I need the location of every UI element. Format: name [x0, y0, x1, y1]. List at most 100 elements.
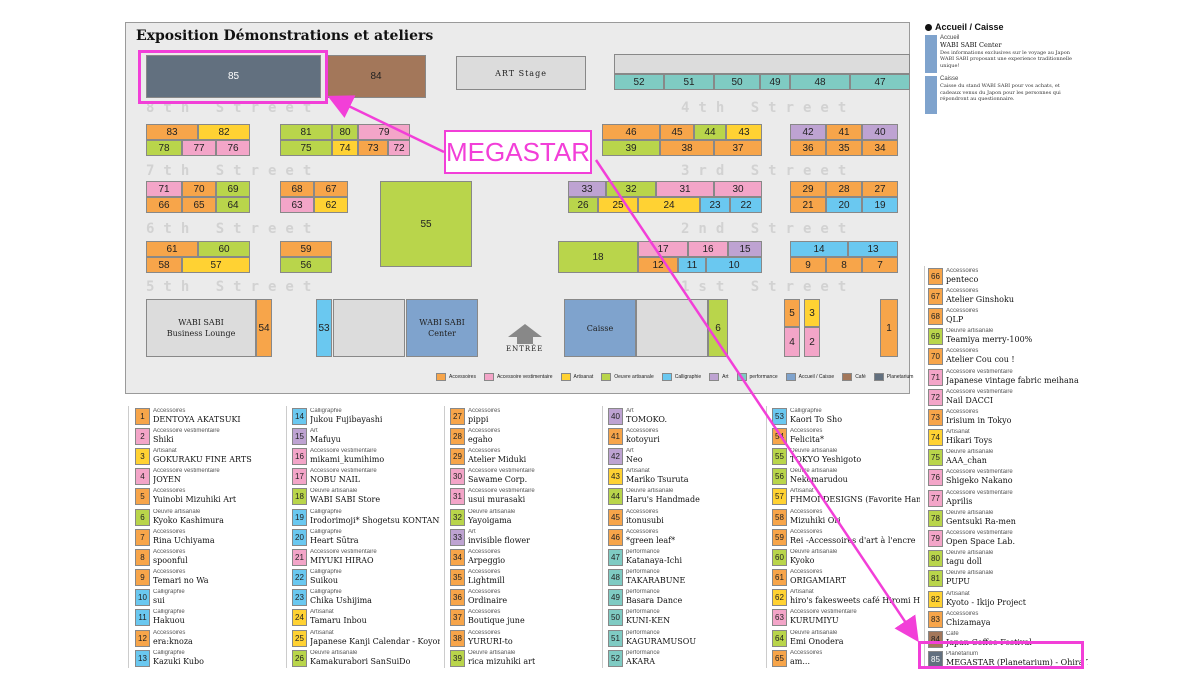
exhibitor-category: performance: [626, 629, 660, 636]
legend-item: Planetarium: [873, 373, 913, 381]
booth-11: 11: [678, 257, 706, 273]
booth-33: 33: [568, 181, 606, 197]
exhibitor-category: Accessoires: [946, 408, 979, 415]
exhibitor-name: Atelier Miduki: [468, 454, 527, 464]
accueil-name: WABI SABI Center: [940, 41, 1002, 49]
exhibitor-name: Open Space Lab.: [946, 537, 1015, 547]
booth-number-badge: 28: [450, 427, 465, 445]
booth-number-badge: 2: [135, 427, 150, 445]
booth-number-badge: 34: [450, 548, 465, 566]
exhibitor-name: hiro's fakesweets café Hiromi Honda: [790, 596, 920, 606]
exhibitor-name: Sawame Corp.: [468, 475, 528, 485]
legend-swatch: [873, 373, 884, 381]
exhibitor-category: Calligraphie: [153, 649, 185, 656]
booth-18: 18: [558, 241, 638, 273]
exhibitor-name: Felicita*: [790, 434, 824, 444]
open-area-2: [636, 299, 708, 357]
exhibitor-name: Irodorimoji* Shogetsu KONTANI: [310, 515, 440, 525]
exhibitor-name: FHMOI DESIGNS (Favorite Hand Made Origam…: [790, 495, 920, 505]
map-title: Exposition Démonstrations et ateliers: [136, 28, 434, 44]
exhibitor-name: Gentsuki Ra-men: [946, 516, 1016, 526]
legend-label: Calligraphie: [674, 374, 702, 380]
booth-number-badge: 38: [450, 629, 465, 647]
exhibitor-category: Accessoires: [468, 427, 501, 434]
exhibitor-category: Accessoires: [468, 609, 501, 616]
exhibitor-category: Accessoire vestimentaire: [946, 530, 1013, 537]
booth-81: 81: [280, 124, 332, 140]
exhibitor-name: Kazuki Kubo: [153, 656, 204, 666]
exhibitor-name: tagu doll: [946, 557, 982, 567]
booth-number-badge: 53: [772, 407, 787, 425]
wabi-sabi-business-lounge: WABI SABI Business Lounge: [146, 299, 256, 357]
legend-item: Artisanat: [560, 373, 594, 381]
exhibitor-category: Calligraphie: [310, 508, 342, 515]
booth-number-badge: 4: [135, 468, 150, 486]
column-divider: [286, 406, 287, 668]
booth-number-badge: 60: [772, 548, 787, 566]
exhibitor-name: Japanese vintage fabric meihana: [946, 375, 1079, 385]
exhibitor-category: Accessoires: [468, 629, 501, 636]
booth-47: 47: [850, 74, 910, 90]
bullet-icon: [925, 23, 932, 31]
booth-number-badge: 35: [450, 569, 465, 587]
legend-label: Artisanat: [573, 374, 594, 380]
booth-number-badge: 1: [135, 407, 150, 425]
exhibitor-name: QLP: [946, 314, 964, 324]
exhibitor-category: Accessoires: [790, 427, 823, 434]
exhibitor-name: Atelier Ginshoku: [946, 294, 1014, 304]
accueil-header: Accueil / Caisse: [925, 22, 1075, 32]
center-label-line2: Center: [428, 329, 456, 338]
exhibitor-name: AKARA: [626, 656, 656, 666]
exhibitor-category: Accessoires: [946, 610, 979, 617]
booth-number-badge: 43: [608, 468, 623, 486]
exhibitor-category: Accessoires: [946, 307, 979, 314]
booth-8: 8: [826, 257, 862, 273]
booth-number-badge: 5: [135, 488, 150, 506]
booth-9: 9: [790, 257, 826, 273]
booth-number-badge: 31: [450, 488, 465, 506]
booth-number-badge: 25: [292, 629, 307, 647]
street-label-2nd: 2nd Street: [681, 221, 856, 237]
legend-label: Café: [855, 374, 866, 380]
exhibitor-name: Emi Onodera: [790, 636, 844, 646]
booth-number-badge: 59: [772, 528, 787, 546]
exhibitor-name: spoonful: [153, 555, 188, 565]
booth-number-badge: 19: [292, 508, 307, 526]
booth-50: 50: [714, 74, 760, 90]
column-divider: [924, 266, 925, 668]
exhibitor-name: NOBU NAIL: [310, 475, 360, 485]
exhibitor-name: YURURI-to: [468, 636, 513, 646]
booth-40: 40: [862, 124, 898, 140]
booth-12: 12: [638, 257, 678, 273]
exhibitor-category: Calligraphie: [310, 589, 342, 596]
booth-15: 15: [728, 241, 762, 257]
street-label-7th: 7th Street: [146, 163, 321, 179]
exhibitor-category: Artisanat: [790, 589, 814, 596]
booth-29: 29: [790, 181, 826, 197]
booth-42: 42: [790, 124, 826, 140]
legend-label: Accueil / Caisse: [798, 374, 835, 380]
booth-51: 51: [664, 74, 714, 90]
booth-number-badge: 20: [292, 528, 307, 546]
exhibitor-name: Irisium in Tokyo: [946, 415, 1012, 425]
exhibitor-name: KUNI-KEN: [626, 616, 671, 626]
booth-number-badge: 30: [450, 468, 465, 486]
